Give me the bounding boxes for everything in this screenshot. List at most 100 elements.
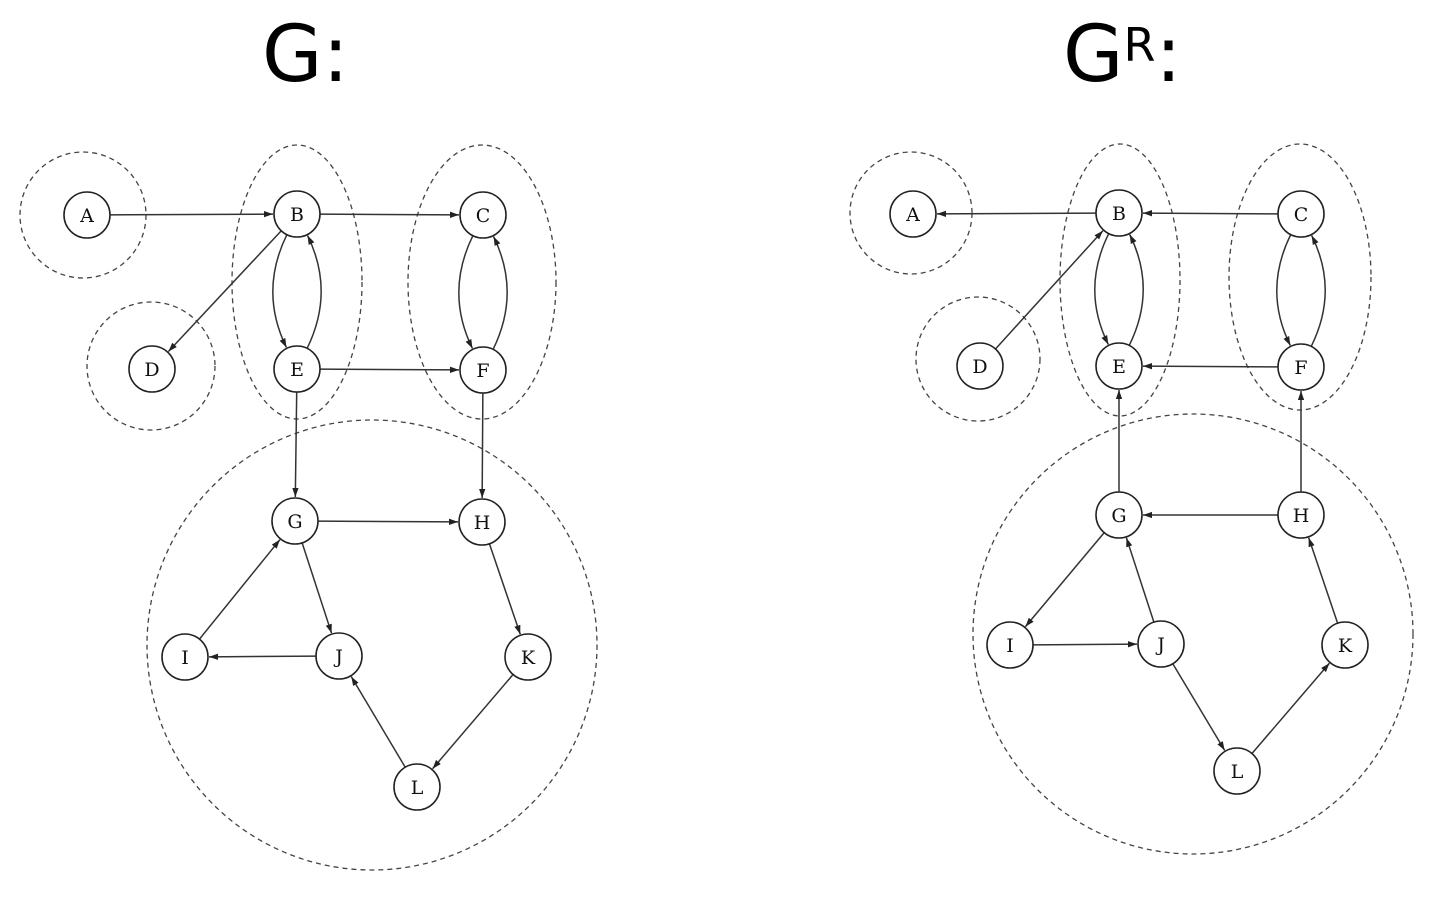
graph-gr-node-circle [1277,190,1325,238]
graph-gr-node-label: J [1155,634,1165,656]
graph-gr-node-j: J [1137,620,1185,668]
graph-gr-node-c: C [1277,190,1325,238]
graph-gr-edges [936,210,1339,755]
graph-g-edge-e-f [319,366,460,373]
graph-gr-node-circle [1095,491,1143,539]
graph-gr-node-label: H [1293,505,1310,527]
graph-gr-node-label: E [1112,356,1126,378]
graph-g-node-circle [161,633,209,681]
graph-g-edge-a-b [109,211,274,218]
graph-g-node-l: L [393,763,441,811]
graph-g-edge-b-d [167,230,282,352]
graph-gr-title-text: G [1063,10,1124,100]
graph-g-edge-g-j [301,542,333,634]
graph-gr-component-cf [1228,143,1372,411]
graph-g-edge-e-g [292,391,299,498]
graph-gr-node-circle [986,621,1034,669]
graph-gr-node-k: K [1321,621,1369,669]
graph-g-title-colon: : [322,10,349,100]
graph-g-node-label: E [290,359,304,381]
graph-g-node-label: L [411,777,424,799]
graph-g-node-circle [273,345,321,393]
graph-gr-node-circle [1277,343,1325,391]
graph-g-node-circle [271,497,319,545]
graph-gr-edge-b-e [1094,233,1110,345]
graph-gr-node-circle [1321,621,1369,669]
graph-gr-node-h: H [1277,491,1325,539]
graph-gr-edge-i-j [1032,641,1138,648]
graph-g-edge-f-c [492,236,508,350]
graph-g-node-f: F [459,346,507,394]
graph-gr-edge-j-l [1172,663,1226,751]
graph-g-node-c: C [459,191,507,239]
graph-g-node-label: B [290,204,304,226]
graph-g-edge-f-h [479,392,486,499]
graph-g-edge-g-h [317,518,459,525]
graph-g-component-ghijkl [146,419,598,871]
graph-g-node-g: G [271,497,319,545]
graph-g-node-circle [128,345,176,393]
graph-g-edge-b-c [319,211,460,218]
graph-g-node-label: J [333,646,343,668]
graph-gr-component-d [915,296,1041,422]
graph-g-edge-b-e [272,234,288,348]
graph-g-title-text: G [262,10,323,100]
graph-gr-node-label: F [1294,357,1307,379]
graph-g-node-b: B [273,190,321,238]
graph-g-edges [109,211,521,770]
graph-gr-node-a: A [889,190,937,238]
graph-gr-node-label: D [972,356,987,378]
graph-gr-component-be [1059,143,1181,417]
graph-gr-edge-k-h [1307,537,1339,624]
graph-gr-edge-c-f [1276,234,1292,346]
graph-gr-component-ghijkl [972,413,1414,855]
graph-gr-node-circle [1095,342,1143,390]
graph-gr-node-label: A [905,204,920,226]
graph-g-title: G: [262,16,349,94]
graph-g-node-a: A [63,191,111,239]
graph-g-node-circle [315,632,363,680]
graph-g-node-circle [273,190,321,238]
graph-gr-edge-f-c [1310,235,1326,347]
graph-gr-node-label: I [1006,635,1014,657]
graph-gr-node-g: G [1095,491,1143,539]
graph-g-node-label: I [181,647,189,669]
graph-g-node-j: J [315,632,363,680]
graph-g-edge-l-j [350,676,406,768]
graph-g-node-label: C [476,205,491,227]
graph-gr-node-circle [1137,620,1185,668]
graph-gr-title-superscript: R [1123,18,1156,72]
graph-gr-node-circle [889,190,937,238]
graph-gr-node-label: C [1294,204,1309,226]
graph-gr-node-circle [1213,747,1261,795]
graph-gr-node-label: B [1112,203,1126,225]
graph-gr-edge-c-b [1142,210,1279,217]
graph-gr-node-f: F [1277,343,1325,391]
graph-gr-node-circle [1277,491,1325,539]
graph-g-node-circle [459,346,507,394]
graph-gr-nodes: A B C D E F G H I J K L [889,189,1369,795]
graph-gr-edge-f-e [1142,363,1279,370]
graph-g-node-label: G [287,511,302,533]
graph-g-node-h: H [458,498,506,546]
graph-gr-node-i: I [986,621,1034,669]
graph-g-node-label: H [474,512,491,534]
graph-g-edge-k-l [432,674,514,770]
graph-g-node-k: K [504,633,552,681]
graph-g-node-i: I [161,633,209,681]
graph-gr-node-label: L [1231,761,1244,783]
graph-g-edge-e-b [306,235,322,349]
graph-gr-node-b: B [1095,189,1143,237]
graph-gr-node-l: L [1213,747,1261,795]
graph-gr-node-label: G [1111,505,1126,527]
graph-gr-edge-j-g [1125,537,1155,623]
graph-g-node-label: F [476,360,489,382]
graph-g-node-e: E [273,345,321,393]
graph-gr-node-d: D [956,342,1004,390]
graph-gr-edge-e-b [1128,234,1144,346]
graph-gr-node-label: K [1338,635,1353,657]
graph-g-node-circle [63,191,111,239]
graph-g-node-circle [459,191,507,239]
